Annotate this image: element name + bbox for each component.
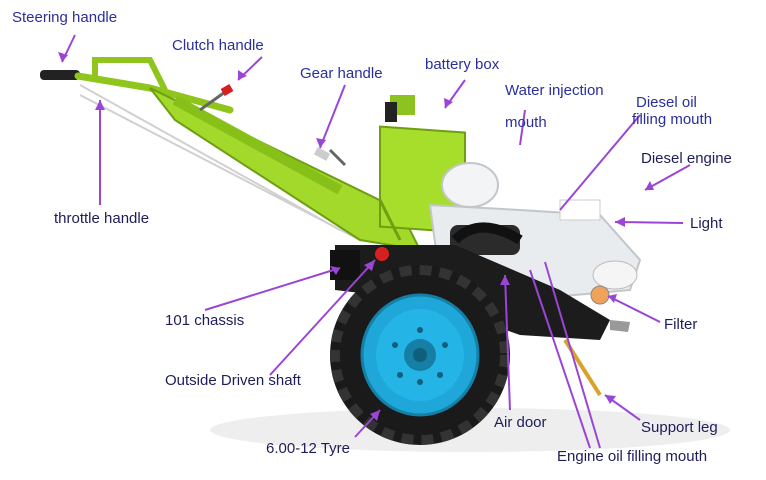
label-air-door: Air door [494,414,547,431]
label-water-injection-line1: Water injection [505,82,604,99]
label-outside-driven-shaft: Outside Driven shaft [165,372,301,389]
pointer-lines [61,34,691,449]
label-tyre: 6.00-12 Tyre [266,440,350,457]
label-clutch-handle: Clutch handle [172,37,264,54]
label-support-leg: Support leg [641,419,718,436]
label-101-chassis: 101 chassis [165,312,245,329]
label-engine-oil-filling-mouth: Engine oil filling mouth [557,448,708,465]
label-battery-box: battery box [425,56,500,73]
label-filter: Filter [664,316,698,333]
tyre-part [330,265,510,445]
label-steering-handle: Steering handle [12,9,118,26]
label-diesel-engine: Diesel engine [641,150,732,167]
label-diesel-oil-line1: Diesel oil [636,94,697,111]
label-water-injection-line2: mouth [505,114,547,131]
label-diesel-oil-line2: filling mouth [632,111,713,128]
label-gear-handle: Gear handle [300,65,383,82]
label-light: Light [690,215,723,232]
label-throttle-handle: throttle handle [54,210,150,227]
